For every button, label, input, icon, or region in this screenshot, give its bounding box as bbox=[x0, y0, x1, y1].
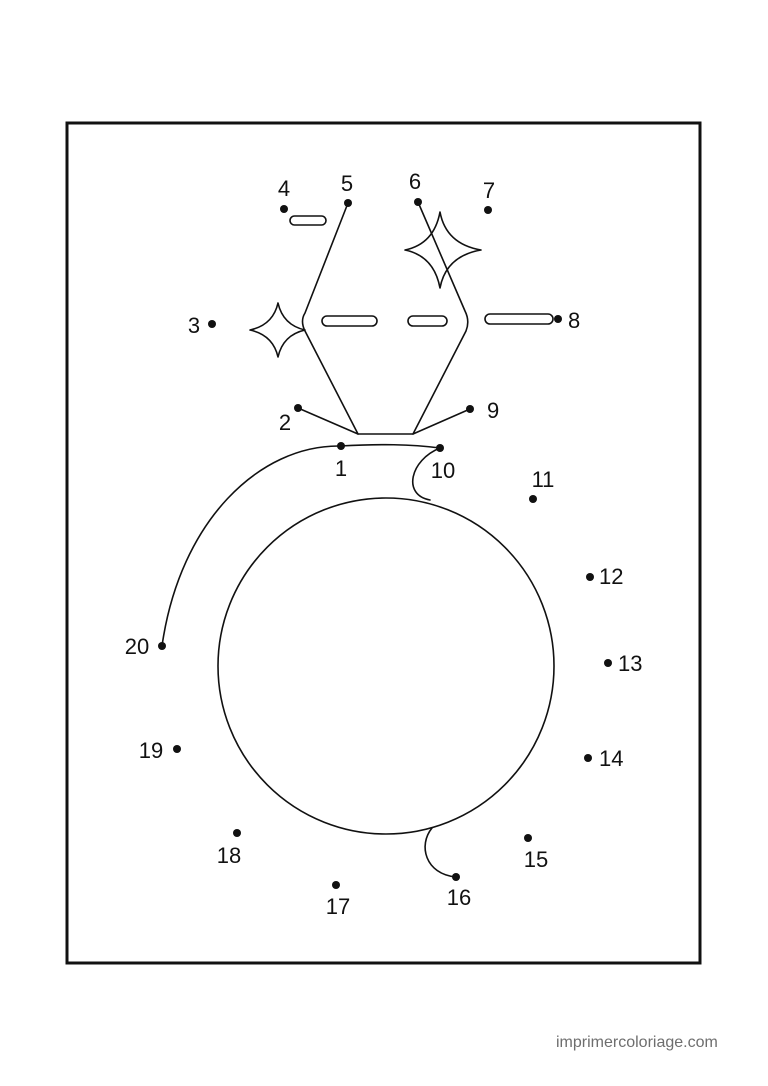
dot-label-15: 15 bbox=[524, 847, 548, 872]
dot-18 bbox=[233, 829, 241, 837]
dot-3 bbox=[208, 320, 216, 328]
dot-13 bbox=[604, 659, 612, 667]
dot-label-2: 2 bbox=[279, 410, 291, 435]
dot-label-10: 10 bbox=[431, 458, 455, 483]
dot-label-11: 11 bbox=[532, 467, 555, 492]
dot-15 bbox=[524, 834, 532, 842]
sparkle-star-icon bbox=[249, 302, 306, 358]
dot-label-8: 8 bbox=[568, 308, 580, 333]
dot-label-19: 19 bbox=[139, 738, 163, 763]
dot-label-20: 20 bbox=[125, 634, 149, 659]
prong-right bbox=[412, 408, 471, 435]
dot-label-17: 17 bbox=[326, 894, 350, 919]
dot-label-18: 18 bbox=[217, 843, 241, 868]
dot-7 bbox=[484, 206, 492, 214]
dot-1 bbox=[337, 442, 345, 450]
dot-12 bbox=[586, 573, 594, 581]
dot-label-12: 12 bbox=[599, 564, 623, 589]
dot-label-3: 3 bbox=[188, 313, 200, 338]
dot-8 bbox=[554, 315, 562, 323]
ring-drawing bbox=[161, 201, 555, 878]
ring-band-outer bbox=[161, 443, 441, 647]
prong-left bbox=[297, 407, 359, 435]
dot-5 bbox=[344, 199, 352, 207]
dot-17 bbox=[332, 881, 340, 889]
dot-19 bbox=[173, 745, 181, 753]
ring-band-bottom bbox=[424, 827, 457, 878]
shine-mark bbox=[289, 215, 327, 226]
dot-20 bbox=[158, 642, 166, 650]
dot-label-5: 5 bbox=[341, 171, 353, 196]
shine-mark bbox=[407, 315, 448, 327]
dot-16 bbox=[452, 873, 460, 881]
gem-outline bbox=[301, 201, 469, 435]
dot-11 bbox=[529, 495, 537, 503]
dot-6 bbox=[414, 198, 422, 206]
shine-mark bbox=[321, 315, 378, 327]
site-credit: imprimercoloriage.com bbox=[556, 1034, 718, 1051]
dot-9 bbox=[466, 405, 474, 413]
dot-4 bbox=[280, 205, 288, 213]
dot-10 bbox=[436, 444, 444, 452]
dot-14 bbox=[584, 754, 592, 762]
dot-label-1: 1 bbox=[335, 456, 347, 481]
dot-label-16: 16 bbox=[447, 885, 471, 910]
dot-label-9: 9 bbox=[487, 398, 499, 423]
dot-label-13: 13 bbox=[618, 651, 642, 676]
page-frame bbox=[65, 121, 702, 965]
dot-label-6: 6 bbox=[409, 169, 421, 194]
ring-inner-circle bbox=[217, 497, 555, 835]
dot-label-7: 7 bbox=[483, 178, 495, 203]
shine-mark bbox=[484, 313, 554, 325]
dot-2 bbox=[294, 404, 302, 412]
dot-label-14: 14 bbox=[599, 746, 623, 771]
sparkle-star-icon bbox=[404, 211, 482, 289]
dot-label-4: 4 bbox=[278, 176, 290, 201]
